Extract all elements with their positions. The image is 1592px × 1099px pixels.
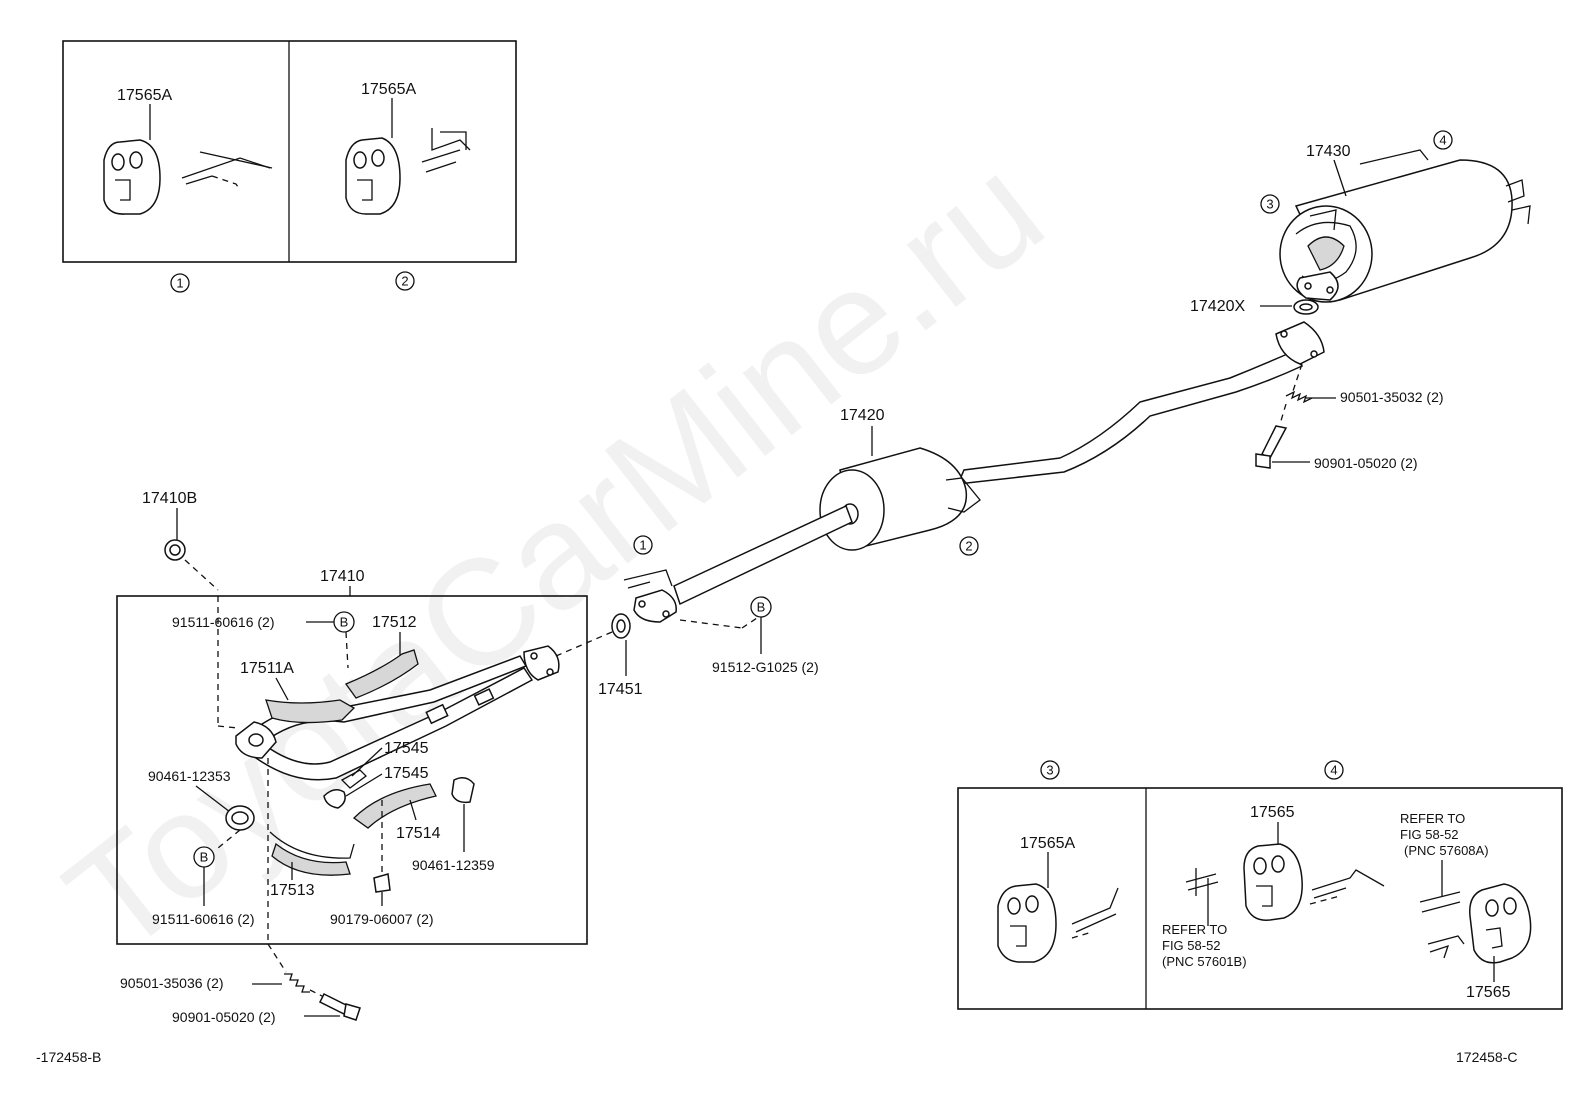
part-label-91511-60616-top: 91511-60616 (2) — [172, 614, 274, 630]
refer-a-line1: REFER TO — [1400, 811, 1465, 826]
svg-text:3: 3 — [1046, 763, 1053, 778]
detail-box-3-4 — [957, 787, 1563, 1010]
clamp-90461-12359 — [451, 777, 475, 804]
svg-text:2: 2 — [965, 539, 972, 554]
part-label-17430: 17430 — [1306, 143, 1351, 160]
bolt-90901-05020 — [318, 992, 361, 1021]
part-label-17545-b: 17545 — [384, 765, 429, 782]
detail-2: 17565A — [345, 81, 471, 215]
detail-4-part-label-bottom: 17565 — [1466, 984, 1511, 1001]
refer-b-line3: (PNC 57601B) — [1162, 954, 1247, 969]
svg-text:1: 1 — [176, 276, 183, 291]
rubber-hanger-icon — [1469, 883, 1532, 964]
rubber-hanger-icon — [1243, 843, 1303, 921]
detail-4: 17565 REFER TO FIG 58-52 (PNC 57601B) RE… — [1162, 804, 1532, 1001]
watermark: ToyotaCarMine.ru — [36, 124, 1072, 985]
heat-insulator-17512 — [344, 649, 419, 699]
part-label-91511-60616-bottom: 91511-60616 (2) — [152, 911, 254, 927]
part-label-91512-G1025: 91512-G1025 (2) — [712, 659, 819, 675]
refer-b-line1: REFER TO — [1162, 922, 1227, 937]
callout-circle-4: 4 — [1433, 130, 1453, 150]
heat-insulator-17511A — [265, 699, 356, 724]
part-label-90461-12353: 90461-12353 — [148, 768, 231, 784]
part-label-90179-06007: 90179-06007 (2) — [330, 911, 434, 927]
part-label-17513: 17513 — [270, 882, 315, 899]
callout-circle-3: 3 — [1260, 194, 1280, 214]
footer-code-right: 172458-C — [1456, 1049, 1518, 1065]
part-label-90461-12359: 90461-12359 — [412, 857, 495, 873]
bracket-icon — [1309, 869, 1385, 905]
front-pipe-box-17410 — [116, 595, 588, 945]
detail-3: 17565A — [997, 835, 1119, 963]
callout-circle-B: B — [193, 846, 215, 868]
part-label-17420: 17420 — [840, 407, 885, 424]
svg-text:2: 2 — [401, 274, 408, 289]
callout-circle-2: 2 — [959, 536, 979, 556]
svg-text:B: B — [757, 600, 766, 615]
part-label-17410: 17410 — [320, 568, 365, 585]
part-label-17420X: 17420X — [1190, 298, 1245, 315]
bolt-90901-05020 — [1255, 425, 1288, 469]
callout-circle-2: 2 — [395, 271, 415, 291]
bracket-icon — [1185, 868, 1219, 896]
callout-circle-4: 4 — [1324, 760, 1344, 780]
clamp-90461-12353 — [225, 805, 255, 831]
gasket-17420X — [1293, 299, 1319, 315]
part-label-17545-a: 17545 — [384, 740, 429, 757]
refer-a-line2: FIG 58-52 — [1400, 827, 1459, 842]
callout-circle-1: 1 — [633, 535, 653, 555]
clamp-17545-a — [340, 769, 367, 789]
bracket-icon — [421, 128, 471, 173]
footer-code-left: -172458-B — [36, 1049, 101, 1065]
callout-circle-1: 1 — [170, 273, 190, 293]
refer-a-line3: (PNC 57608A) — [1404, 843, 1489, 858]
detail-1-part-label: 17565A — [117, 87, 172, 104]
callout-circle-B: B — [333, 611, 355, 633]
rubber-hanger-icon — [345, 137, 401, 215]
detail-box-1-2 — [62, 40, 517, 263]
bracket-icon — [1419, 891, 1465, 959]
rubber-hanger-icon — [103, 139, 161, 215]
part-label-90901-05020-top: 90901-05020 (2) — [1314, 455, 1418, 471]
center-pipe-17420 — [623, 321, 1325, 623]
svg-text:B: B — [340, 615, 349, 630]
svg-text:1: 1 — [639, 538, 646, 553]
nut-90179-06007 — [373, 873, 391, 893]
part-label-17451: 17451 — [598, 681, 643, 698]
part-label-90501-35036: 90501-35036 (2) — [120, 975, 224, 991]
detail-1: 17565A — [103, 87, 273, 215]
detail-4-part-label-top: 17565 — [1250, 804, 1295, 821]
part-label-17410B: 17410B — [142, 490, 197, 507]
spring-90501-35032 — [1285, 390, 1313, 404]
tail-muffler-17430 — [1279, 149, 1531, 303]
svg-text:4: 4 — [1330, 763, 1337, 778]
heat-insulator-17514 — [352, 783, 437, 829]
spring-90501-35036 — [284, 973, 310, 993]
svg-text:B: B — [200, 850, 209, 865]
bracket-icon — [181, 151, 273, 191]
callout-circle-3: 3 — [1040, 760, 1060, 780]
gasket-17451 — [611, 613, 631, 639]
part-label-17512: 17512 — [372, 614, 417, 631]
detail-3-part-label: 17565A — [1020, 835, 1075, 852]
callout-circle-B: B — [750, 596, 772, 618]
svg-text:4: 4 — [1439, 133, 1446, 148]
part-label-17514: 17514 — [396, 825, 441, 842]
part-label-90501-35032: 90501-35032 (2) — [1340, 389, 1444, 405]
clamp-17545-b — [323, 789, 346, 809]
detail-2-part-label: 17565A — [361, 81, 416, 98]
part-label-90901-05020-bottom: 90901-05020 (2) — [172, 1009, 276, 1025]
part-label-17511A: 17511A — [240, 660, 294, 677]
gasket-17410B — [164, 539, 186, 561]
rubber-hanger-icon — [997, 883, 1057, 963]
bracket-icon — [1071, 887, 1119, 939]
svg-text:3: 3 — [1266, 197, 1273, 212]
refer-b-line2: FIG 58-52 — [1162, 938, 1221, 953]
